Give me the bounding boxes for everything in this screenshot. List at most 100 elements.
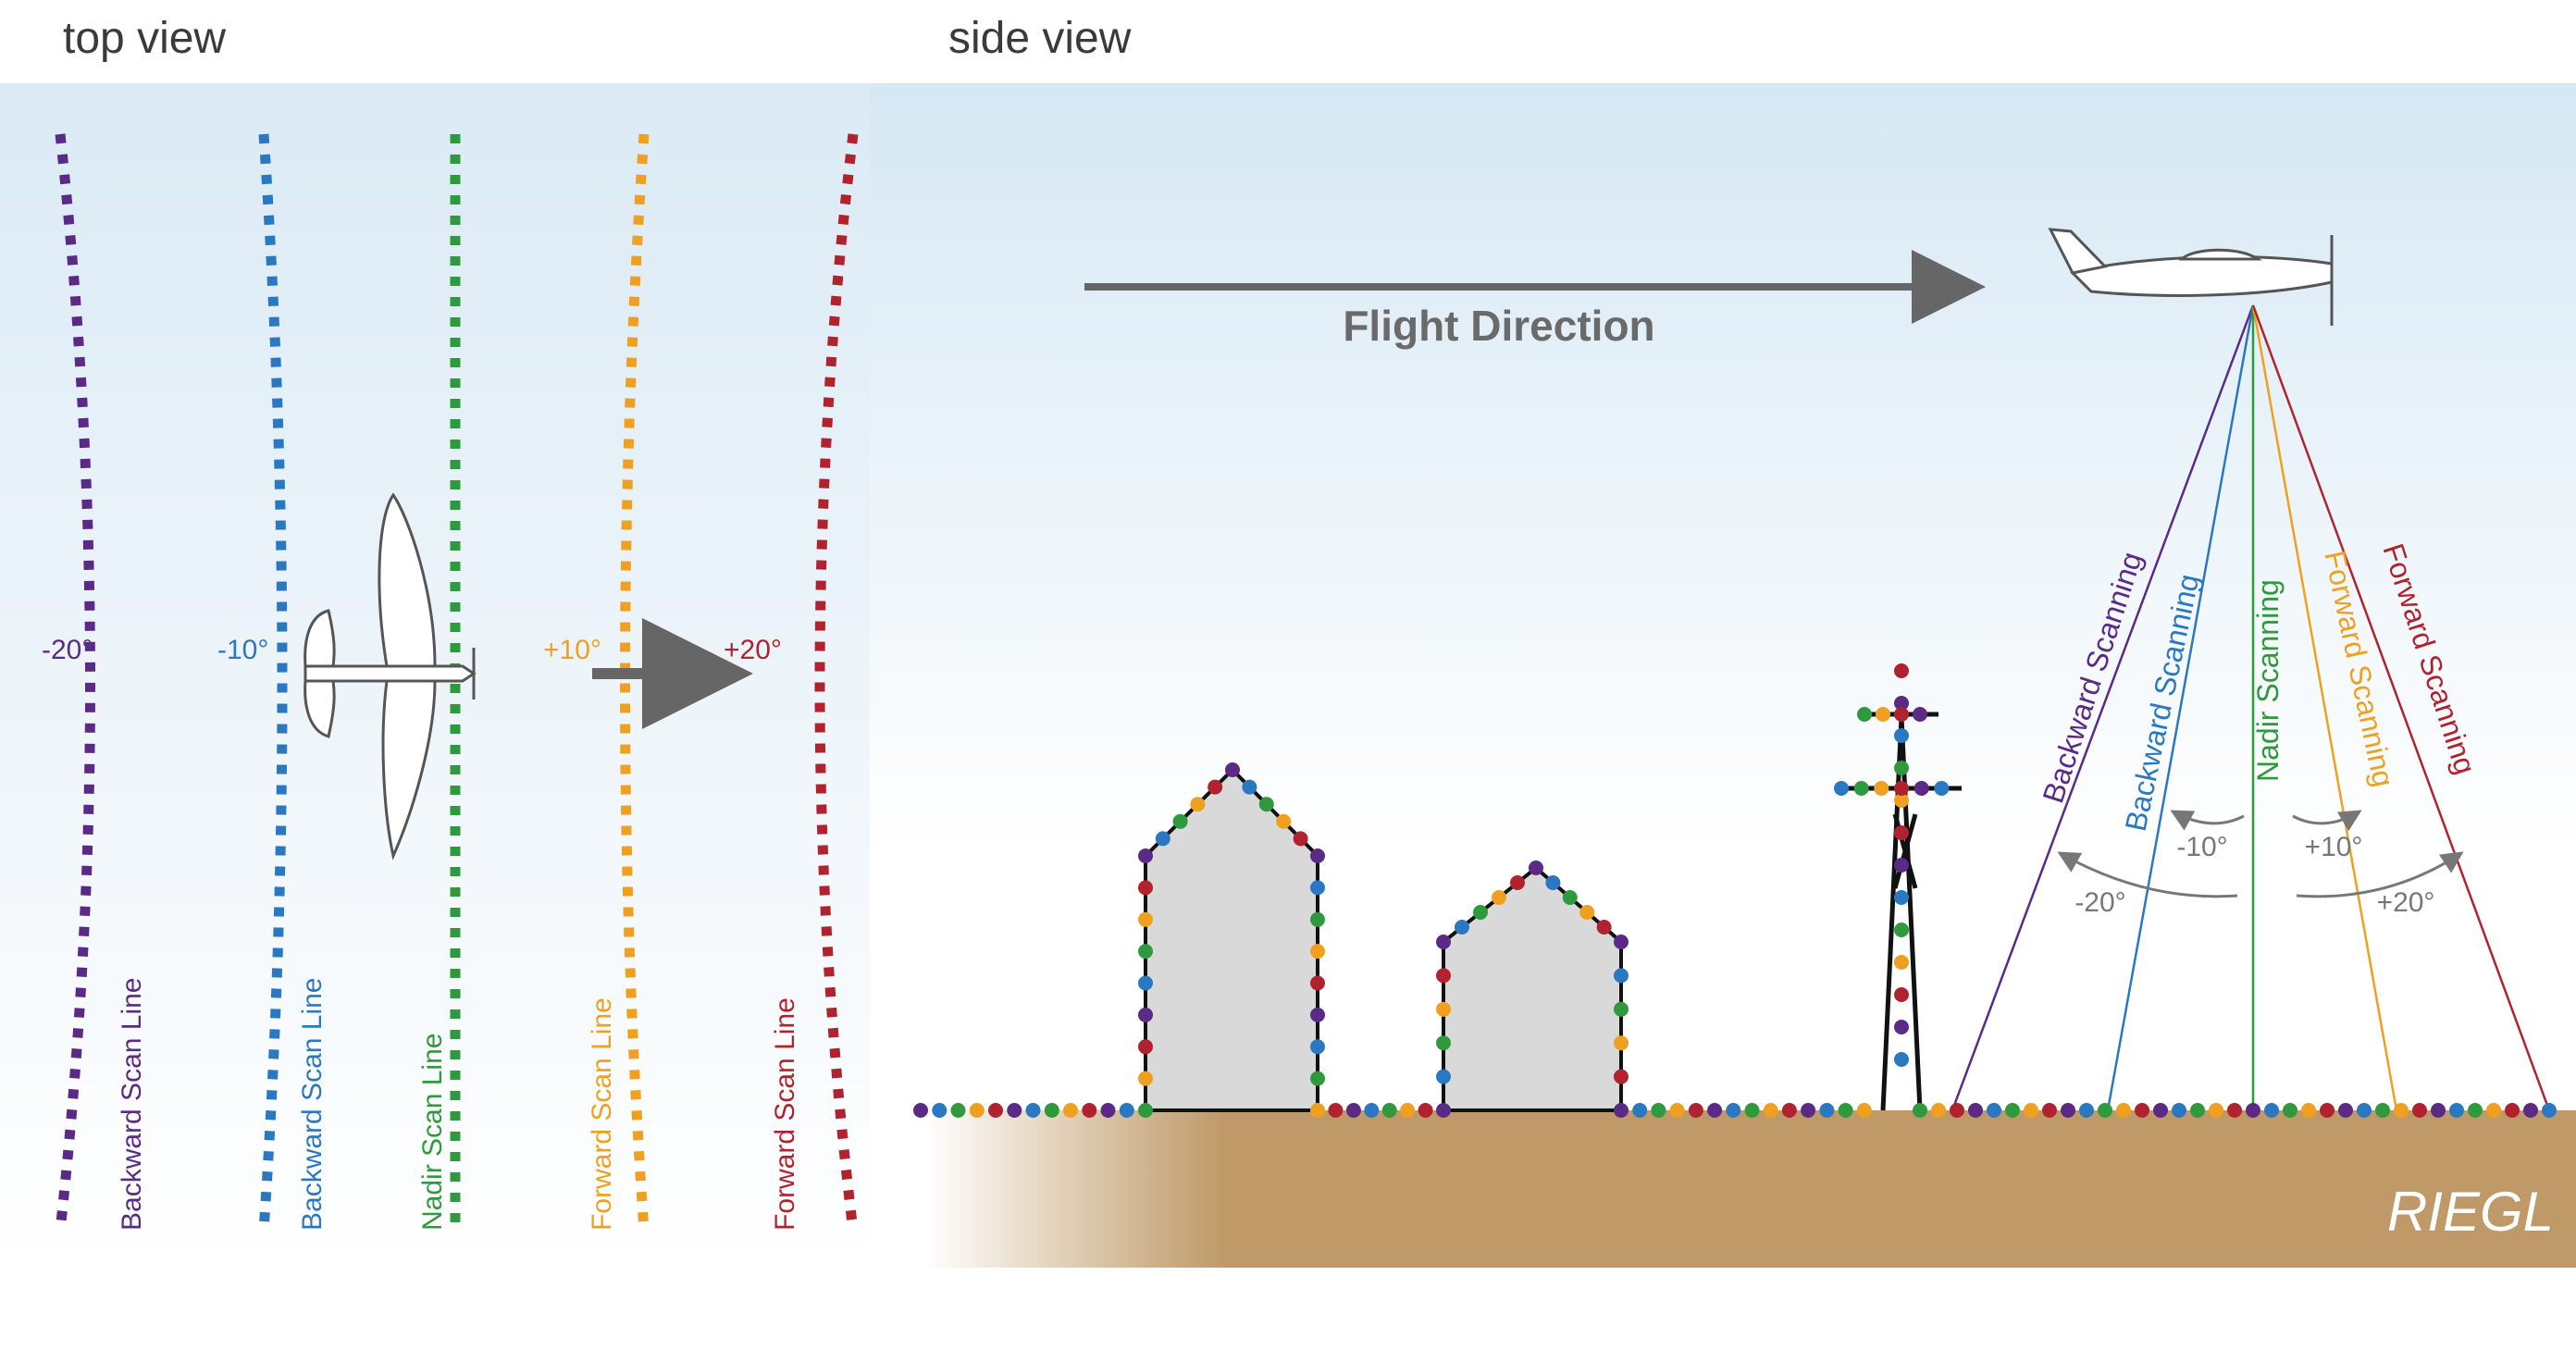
return-point: [1632, 1103, 1648, 1118]
return-point: [1894, 793, 1909, 808]
return-point: [1208, 779, 1223, 795]
top-scan-line-backward20: [55, 133, 95, 1232]
return-point: [2227, 1103, 2242, 1118]
scan-beams: [1951, 304, 2551, 1111]
return-point: [2116, 1103, 2131, 1118]
return-point: [1562, 890, 1578, 905]
return-point: [1688, 1103, 1703, 1118]
return-point: [2079, 1103, 2094, 1118]
return-point: [1400, 1103, 1416, 1118]
return-point: [1119, 1103, 1134, 1118]
top-scan-line-forward10: [620, 133, 650, 1232]
return-point: [2061, 1103, 2075, 1118]
return-point: [1801, 1103, 1816, 1118]
return-point: [1934, 781, 1950, 796]
return-point: [2375, 1103, 2390, 1118]
return-point: [1968, 1103, 1983, 1118]
return-point: [1258, 797, 1274, 812]
return-point: [1931, 1103, 1946, 1118]
return-point: [1172, 813, 1188, 829]
return-point: [1763, 1103, 1778, 1118]
return-point: [1242, 779, 1257, 795]
angle-plus20: +20°: [2377, 887, 2435, 918]
return-point: [1310, 1071, 1325, 1086]
return-point: [1894, 781, 1909, 796]
return-point: [1856, 1103, 1872, 1118]
angle-arcs: [2057, 810, 2464, 898]
return-point: [2024, 1103, 2038, 1118]
return-point: [1138, 848, 1153, 863]
return-point: [1381, 1103, 1397, 1118]
return-point: [932, 1103, 947, 1118]
side-view-airplane-icon: [2048, 228, 2334, 326]
return-point: [1894, 955, 1909, 970]
return-point: [1781, 1103, 1797, 1118]
top-angle-plus20: +20°: [724, 635, 782, 665]
return-point: [1894, 987, 1909, 1002]
return-point: [1744, 1103, 1760, 1118]
side-view-title: side view: [948, 14, 1132, 63]
return-point: [1310, 880, 1325, 896]
return-point: [1838, 1103, 1853, 1118]
arc-minus20: [2057, 851, 2238, 898]
laser-return-points: [913, 663, 2557, 1118]
top-angle-minus20: -20°: [42, 635, 93, 665]
return-point: [2468, 1103, 2483, 1118]
return-point: [1894, 707, 1909, 722]
return-point: [1310, 1007, 1325, 1022]
return-point: [2264, 1103, 2279, 1118]
return-point: [969, 1103, 985, 1118]
top-scan-line-backward10: [258, 133, 288, 1232]
return-point: [1138, 975, 1153, 991]
return-point: [2394, 1103, 2409, 1118]
return-point: [2209, 1103, 2223, 1118]
return-point: [2338, 1103, 2353, 1118]
return-point: [1707, 1103, 1723, 1118]
arc-plus20: [2296, 851, 2464, 898]
return-point: [1669, 1103, 1685, 1118]
return-point: [1044, 1103, 1059, 1118]
return-point: [1310, 975, 1325, 991]
return-point: [1436, 1103, 1451, 1118]
return-point: [1894, 1052, 1909, 1067]
return-point: [2431, 1103, 2446, 1118]
return-point: [2190, 1103, 2205, 1118]
return-point: [1726, 1103, 1741, 1118]
return-point: [1894, 1020, 1909, 1034]
top-view-title: top view: [63, 14, 227, 63]
return-point: [1857, 707, 1872, 722]
beam-forward20: [2251, 304, 2551, 1111]
return-point: [1473, 905, 1488, 920]
return-point: [2005, 1103, 2020, 1118]
return-point: [1614, 1035, 1629, 1051]
return-point: [2320, 1103, 2334, 1118]
return-point: [1894, 890, 1909, 905]
return-point: [1614, 1001, 1629, 1017]
return-point: [1894, 825, 1909, 840]
return-point: [2283, 1103, 2297, 1118]
return-point: [2505, 1103, 2520, 1118]
top-label-backward10: Backward Scan Line: [297, 978, 328, 1232]
return-point: [1894, 663, 1909, 678]
return-point: [1913, 781, 1929, 796]
return-point: [1853, 781, 1869, 796]
return-point: [2098, 1103, 2112, 1118]
return-point: [1614, 1103, 1629, 1118]
return-point: [1310, 1103, 1325, 1118]
return-point: [913, 1103, 928, 1118]
top-label-forward20: Forward Scan Line: [770, 997, 800, 1231]
riegl-logo: RIEGL: [2387, 1181, 2554, 1243]
return-point: [1138, 1007, 1153, 1022]
top-view-scan-lines: [55, 133, 859, 1232]
return-point: [1492, 890, 1506, 905]
return-point: [1138, 911, 1153, 927]
top-label-forward10: Forward Scan Line: [587, 997, 617, 1231]
angle-minus20: -20°: [2074, 887, 2125, 918]
return-point: [2153, 1103, 2168, 1118]
ground: [925, 1110, 2576, 1268]
return-point: [1436, 935, 1451, 949]
return-point: [1138, 880, 1153, 896]
return-point: [1138, 1071, 1153, 1086]
top-view-airplane-icon: [303, 492, 477, 861]
